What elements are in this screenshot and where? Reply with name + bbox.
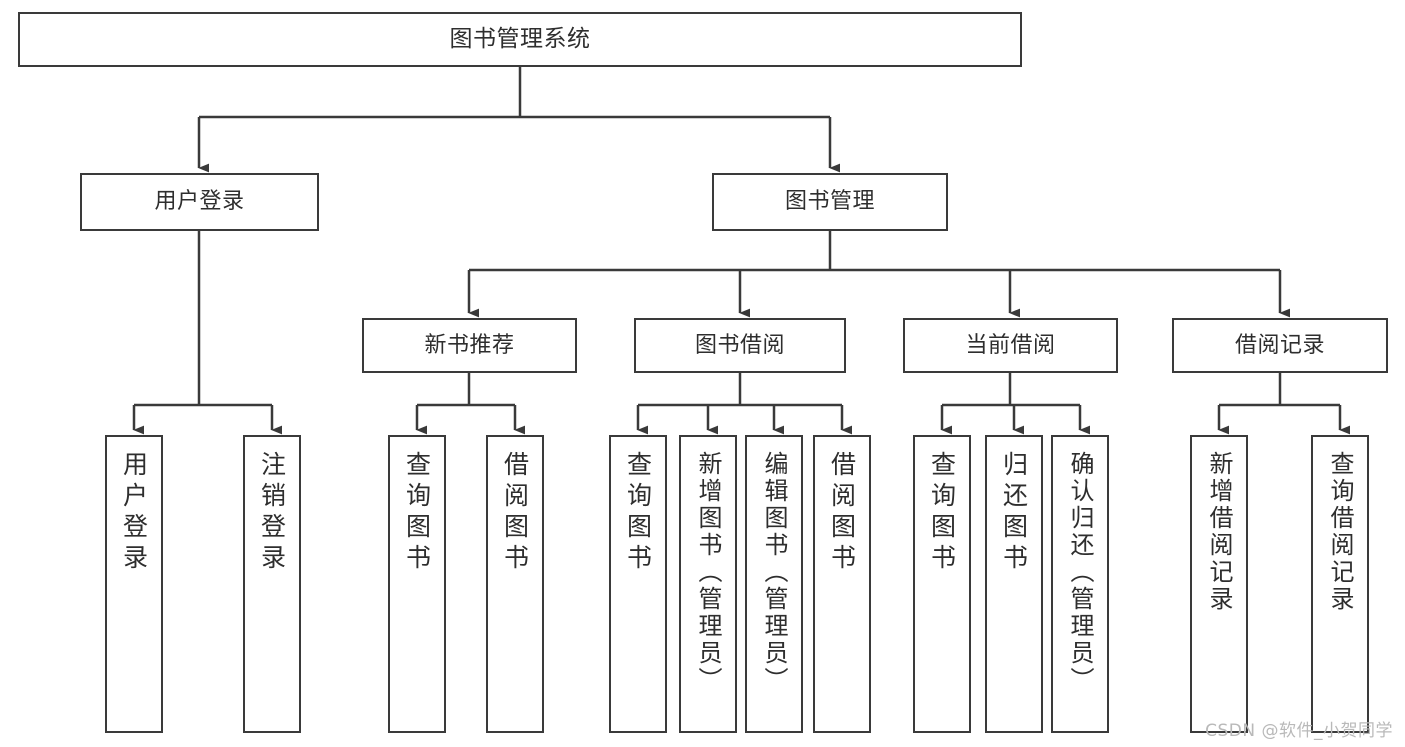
node-leaf-query-book-2-label: 查询图书: [623, 451, 653, 575]
node-leaf-query-borrow-record-label: 查询借阅记录: [1326, 451, 1354, 613]
node-leaf-add-borrow-record[interactable]: 新增借阅记录: [1190, 435, 1248, 733]
node-root[interactable]: 图书管理系统: [18, 12, 1022, 67]
node-book-management[interactable]: 图书管理: [712, 173, 948, 231]
node-borrow-record[interactable]: 借阅记录: [1172, 318, 1388, 373]
node-leaf-edit-book[interactable]: 编辑图书（管理员）: [745, 435, 803, 733]
node-leaf-edit-book-label: 编辑图书（管理员）: [760, 451, 788, 694]
node-book-borrow[interactable]: 图书借阅: [634, 318, 846, 373]
csdn-watermark: CSDN @软件_小贺同学: [1205, 721, 1393, 741]
node-leaf-borrow-book-1[interactable]: 借阅图书: [486, 435, 544, 733]
node-book-management-label: 图书管理: [784, 189, 875, 215]
node-borrow-record-label: 借阅记录: [1234, 332, 1325, 358]
node-leaf-return-book-label: 归还图书: [999, 451, 1029, 575]
node-leaf-add-book-label: 新增图书（管理员）: [694, 451, 722, 694]
node-leaf-return-book[interactable]: 归还图书: [985, 435, 1043, 733]
node-book-borrow-label: 图书借阅: [694, 332, 785, 358]
node-leaf-query-book-2[interactable]: 查询图书: [609, 435, 667, 733]
node-current-borrow-label: 当前借阅: [965, 332, 1056, 358]
node-root-label: 图书管理系统: [449, 25, 591, 52]
node-leaf-query-book-3-label: 查询图书: [927, 451, 957, 575]
node-leaf-borrow-book-2-label: 借阅图书: [827, 451, 857, 575]
node-leaf-query-borrow-record[interactable]: 查询借阅记录: [1311, 435, 1369, 733]
node-leaf-logout[interactable]: 注销登录: [243, 435, 301, 733]
node-leaf-borrow-book-1-label: 借阅图书: [500, 451, 530, 575]
node-leaf-add-book[interactable]: 新增图书（管理员）: [679, 435, 737, 733]
node-leaf-add-borrow-record-label: 新增借阅记录: [1205, 451, 1233, 613]
node-leaf-logout-label: 注销登录: [257, 451, 287, 575]
node-current-borrow[interactable]: 当前借阅: [903, 318, 1118, 373]
node-new-book-recommend-label: 新书推荐: [424, 332, 515, 358]
node-leaf-query-book-1[interactable]: 查询图书: [388, 435, 446, 733]
node-leaf-confirm-return-label: 确认归还（管理员）: [1066, 451, 1094, 694]
node-leaf-user-login-label: 用户登录: [119, 451, 149, 575]
node-new-book-recommend[interactable]: 新书推荐: [362, 318, 577, 373]
node-leaf-query-book-3[interactable]: 查询图书: [913, 435, 971, 733]
node-leaf-query-book-1-label: 查询图书: [402, 451, 432, 575]
node-leaf-confirm-return[interactable]: 确认归还（管理员）: [1051, 435, 1109, 733]
node-leaf-user-login[interactable]: 用户登录: [105, 435, 163, 733]
node-user-login[interactable]: 用户登录: [80, 173, 319, 231]
node-leaf-borrow-book-2[interactable]: 借阅图书: [813, 435, 871, 733]
node-user-login-label: 用户登录: [154, 189, 245, 215]
